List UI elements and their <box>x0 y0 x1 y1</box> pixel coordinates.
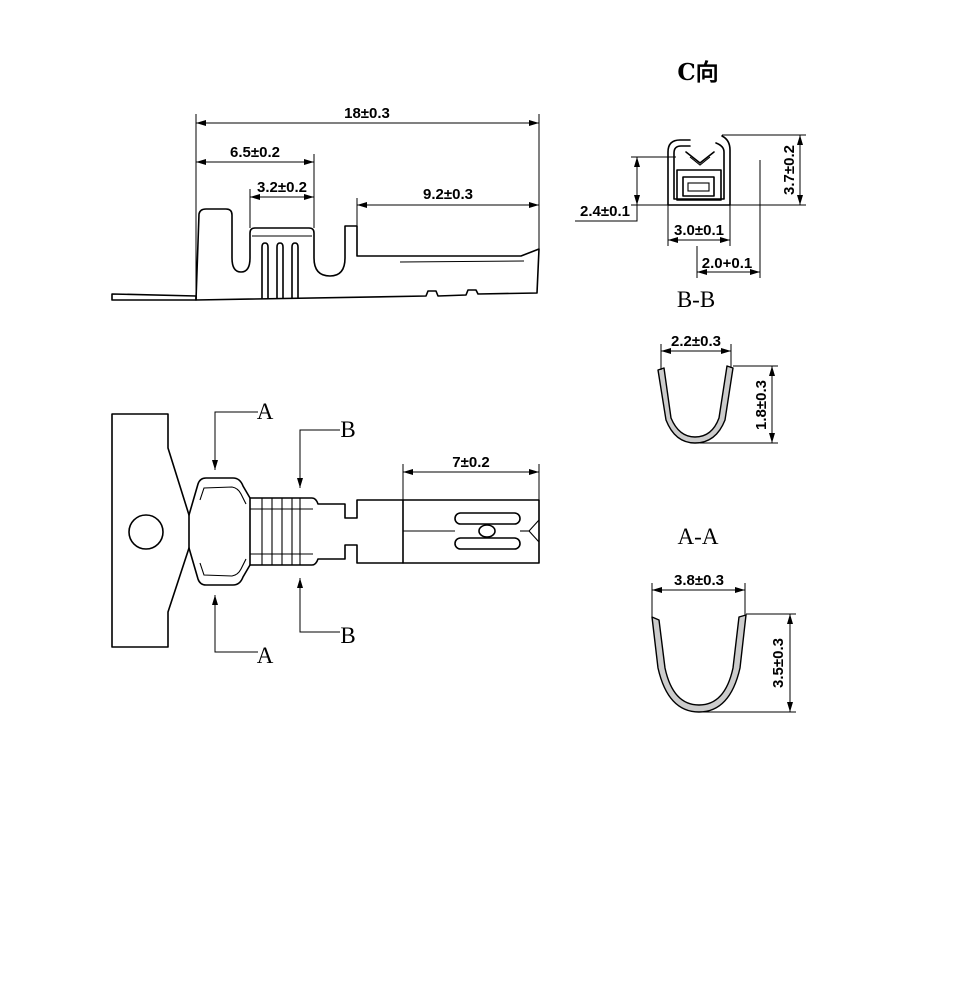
dim-text-slots: 3.2±0.2 <box>257 179 307 196</box>
section-bb: B-B 2.2±0.3 1.8±0.3 <box>657 287 778 444</box>
dim-text-crimp: 6.5±0.2 <box>230 144 280 161</box>
section-a-label-top: A <box>257 399 274 424</box>
serration-slot <box>291 242 299 299</box>
section-bb-profile <box>657 365 734 444</box>
section-bb-title: B-B <box>677 287 715 312</box>
dim-text-overall: 18±0.3 <box>344 105 390 122</box>
section-aa-title: A-A <box>678 524 719 549</box>
section-b-label-top: B <box>340 417 355 442</box>
contact-frame <box>676 169 722 201</box>
insulation-wing-lower <box>188 547 251 586</box>
contact-opening <box>687 182 710 192</box>
dim-text-bb-width: 2.2±0.3 <box>671 333 721 350</box>
dim-text-total-height: 3.7±0.2 <box>781 145 798 195</box>
terminal-plan-outline <box>249 497 540 566</box>
locking-lance-inner <box>689 156 711 166</box>
view-c: C向 3.7±0.2 2.4±0.1 3.0±0.1 2.0+0.1 <box>575 59 806 278</box>
section-a-label-bottom: A <box>257 643 274 668</box>
insulation-wing-upper-inner <box>199 486 247 505</box>
section-a-leader-top <box>212 411 258 470</box>
spring-slot-lower <box>454 537 521 550</box>
insulation-wing-upper <box>188 477 251 516</box>
plan-view: 7±0.2 A A B B <box>111 399 540 668</box>
contact-tip <box>528 519 540 543</box>
side-view: 18±0.3 6.5±0.2 3.2±0.2 9.2±0.3 <box>111 105 540 301</box>
section-aa: A-A 3.8±0.3 3.5±0.3 <box>651 524 796 713</box>
pilot-hole <box>128 514 164 550</box>
section-b-leader-bottom <box>297 578 340 633</box>
contact-frame-inner <box>682 176 715 197</box>
box-inner-wall <box>673 142 725 200</box>
dim-text-offset: 2.0+0.1 <box>702 255 752 272</box>
dim-text-width: 3.0±0.1 <box>674 222 724 239</box>
locking-lance <box>685 151 715 164</box>
contact-side-edge <box>399 260 525 263</box>
terminal-side-profile <box>195 208 540 301</box>
dim-text-box-height: 2.4±0.1 <box>580 203 630 220</box>
dim-text-bb-height: 1.8±0.3 <box>753 380 770 430</box>
section-b-leader-top <box>297 429 340 488</box>
serration-slot <box>276 242 284 299</box>
insulation-wing-lower-inner <box>199 558 247 577</box>
dim-text-contact: 9.2±0.3 <box>423 186 473 203</box>
dim-leader-box-height <box>575 205 638 222</box>
section-aa-profile <box>651 614 747 713</box>
section-a-leader-bottom <box>212 595 258 653</box>
view-c-title: C向 <box>677 59 718 86</box>
serration-slot <box>261 242 269 299</box>
dim-text-box: 7±0.2 <box>452 454 489 471</box>
contact-dimple <box>478 524 496 538</box>
section-b-label-bottom: B <box>340 623 355 648</box>
dim-text-aa-height: 3.5±0.3 <box>770 638 787 688</box>
dim-text-aa-width: 3.8±0.3 <box>674 572 724 589</box>
spring-slot-upper <box>454 512 521 525</box>
